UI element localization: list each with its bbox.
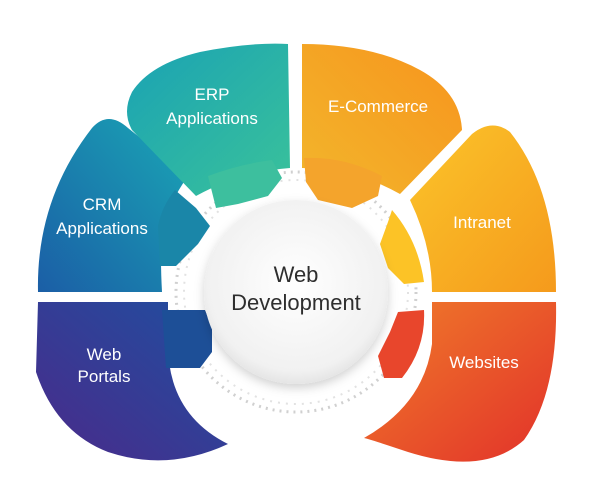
tab-e-commerce bbox=[304, 157, 382, 208]
label-crm-line1: CRM bbox=[83, 195, 122, 214]
label-web-portals-line1: Web bbox=[87, 345, 122, 364]
segment-web-portals bbox=[36, 302, 228, 461]
tab-erp-applications bbox=[208, 160, 282, 208]
label-erp-line2: Applications bbox=[166, 109, 258, 128]
segment-intranet bbox=[380, 125, 556, 292]
segment-websites bbox=[364, 302, 557, 462]
center-title-line2: Development bbox=[231, 290, 361, 315]
tab-crm-applications bbox=[158, 190, 210, 266]
label-erp-line1: ERP bbox=[195, 85, 230, 104]
center-circle bbox=[204, 200, 388, 384]
label-websites: Websites bbox=[449, 353, 519, 372]
dotted-ring-inner bbox=[183, 179, 409, 405]
label-web-portals-line2: Portals bbox=[78, 367, 131, 386]
label-intranet: Intranet bbox=[453, 213, 511, 232]
dotted-ring bbox=[174, 170, 418, 414]
center-title-line1: Web bbox=[274, 262, 319, 287]
segment-erp-applications bbox=[127, 43, 290, 208]
segment-e-commerce bbox=[302, 44, 462, 208]
label-e-commerce: E-Commerce bbox=[328, 97, 428, 116]
tab-intranet bbox=[380, 210, 424, 284]
segment-crm-applications bbox=[37, 119, 210, 292]
tab-websites bbox=[378, 310, 425, 378]
tab-web-portals bbox=[162, 310, 212, 368]
label-crm-line2: Applications bbox=[56, 219, 148, 238]
